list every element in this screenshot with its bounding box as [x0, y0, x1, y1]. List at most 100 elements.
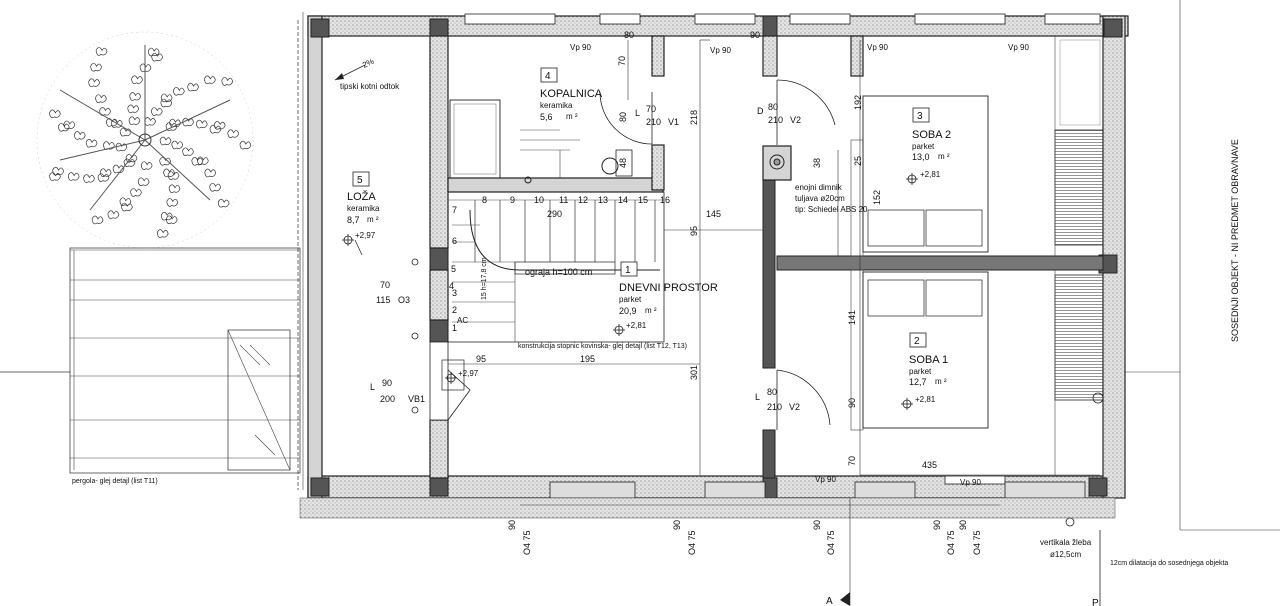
tree-leaf — [217, 198, 230, 208]
stair-number: 7 — [452, 205, 457, 215]
door-v2-bot-w: 80 — [767, 387, 777, 397]
room-name-soba1: SOBA 1 — [909, 354, 948, 366]
section-label-b: P — [1092, 598, 1099, 606]
note-dimnik-1: enojni dimnik — [795, 183, 843, 192]
bottom-dim-c: 90 — [672, 520, 682, 530]
room-unit-loza: m ² — [367, 215, 379, 224]
room-number-boxes — [352, 67, 930, 348]
bottom-dim-b: O4 75 — [522, 530, 532, 555]
tree-leaf — [131, 75, 143, 85]
tree-leaf — [166, 198, 179, 207]
tree-leaf — [163, 168, 175, 178]
tree-leaf — [85, 138, 98, 148]
tree-leaf — [57, 122, 70, 132]
note-konstrukcija: konstrukcija stopnic kovinska- glej deta… — [518, 343, 687, 350]
bottom-dim-a: 90 — [507, 520, 517, 530]
room-area-soba1: 12,7 — [909, 377, 927, 387]
tree-leaf — [239, 140, 252, 150]
tree-leaf — [151, 52, 163, 62]
tree-leaf — [110, 119, 123, 128]
dim-95-h: 95 — [476, 354, 486, 364]
tree-leaf — [95, 94, 107, 103]
bottom-dim-i: 90 — [958, 520, 968, 530]
tree-leaf — [119, 127, 132, 137]
stair-number: 14 — [618, 195, 628, 205]
stair-side-note: 15 h=17,8 cm — [481, 257, 488, 300]
room-floor-soba1: parket — [909, 367, 932, 376]
interior-walls — [429, 35, 1104, 479]
room-unit-soba2: m ² — [938, 152, 950, 161]
tree-leaf — [160, 93, 173, 103]
bottom-dim-j: O4 75 — [972, 530, 982, 555]
stair-number: 4 — [449, 281, 454, 291]
window-label-3: Vp 90 — [867, 43, 888, 52]
level-dnevni: +2,81 — [626, 321, 647, 330]
tree-leaf — [156, 229, 169, 238]
label-ac: AC — [457, 316, 468, 325]
tree-leaf — [213, 121, 226, 130]
bedroom-furniture — [862, 36, 1104, 476]
dim-70-s1: 70 — [847, 456, 857, 466]
window-label-6: Vp 90 — [960, 478, 981, 487]
note-tipski-odtok: tipski kotni odtok — [340, 82, 400, 91]
tree-leaf — [165, 215, 178, 225]
dim-301: 301 — [689, 365, 699, 380]
doors — [441, 79, 836, 430]
tree-leaf — [187, 82, 199, 92]
dim-38: 38 — [812, 158, 822, 168]
tree-leaf — [195, 119, 208, 129]
tree-leaf — [160, 98, 173, 108]
tree-leaf — [150, 107, 163, 116]
door-vb1-w: 90 — [382, 378, 392, 388]
tree-leaf — [83, 174, 95, 183]
tree-leaf — [191, 157, 204, 166]
tree-leaf — [130, 188, 142, 197]
tree-leaf — [209, 124, 222, 134]
dim-192: 192 — [853, 95, 863, 110]
room-floor-loza: keramika — [347, 204, 380, 213]
note-dilatacija: 12cm dilatacija do sosednjega objekta — [1110, 560, 1228, 567]
stair-number: 2 — [452, 305, 457, 315]
window-label-5: Vp 90 — [815, 475, 836, 484]
note-dimnik-2: tuljava ø20cm — [795, 194, 845, 203]
note-slope: 2% — [361, 57, 375, 70]
note-ograja: ograja h=100 cm — [525, 267, 592, 277]
room-floor-dnevni: parket — [619, 295, 642, 304]
room-number-soba1: 2 — [914, 336, 920, 347]
tree-leaf — [160, 211, 173, 221]
door-v2-bot-l: L — [755, 392, 760, 402]
level-stair: +2,97 — [458, 369, 479, 378]
dim-80-kop: 80 — [618, 112, 628, 122]
tree-leaf — [172, 86, 185, 96]
tree-leaf — [67, 172, 80, 181]
door-vb1-h: 200 — [380, 394, 395, 404]
tree-leaf — [125, 153, 138, 163]
tree-leaf — [182, 147, 194, 157]
room-area-loza: 8,7 — [347, 215, 360, 225]
window-o3-w: 70 — [380, 280, 390, 290]
tree-leaf — [165, 122, 178, 131]
door-v2-top-code: V2 — [790, 115, 801, 125]
note-pergola: pergola- glej detajl (list T11) — [72, 478, 158, 485]
room-name-loza: LOŽA — [347, 190, 376, 203]
dim-195: 195 — [580, 354, 595, 364]
bottom-dim-g: 90 — [932, 520, 942, 530]
level-soba2: +2,81 — [920, 170, 941, 179]
note-vertikala-1: vertikala žleba — [1040, 538, 1092, 547]
window-label-2: Vp 90 — [710, 46, 731, 55]
dim-95-v: 95 — [689, 226, 699, 236]
room-area-dnevni: 20,9 — [619, 306, 637, 316]
stair-number: 8 — [482, 195, 487, 205]
tree-leaf — [49, 172, 61, 181]
window-o3-code: O3 — [398, 295, 410, 305]
tree-leaf — [99, 168, 112, 177]
tree-leaf — [115, 142, 128, 152]
dim-152: 152 — [872, 190, 882, 205]
stair-number: 10 — [534, 195, 544, 205]
tree-leaf — [137, 177, 150, 187]
tree-leaf — [107, 210, 120, 219]
dim-90-s2: 90 — [750, 30, 760, 40]
